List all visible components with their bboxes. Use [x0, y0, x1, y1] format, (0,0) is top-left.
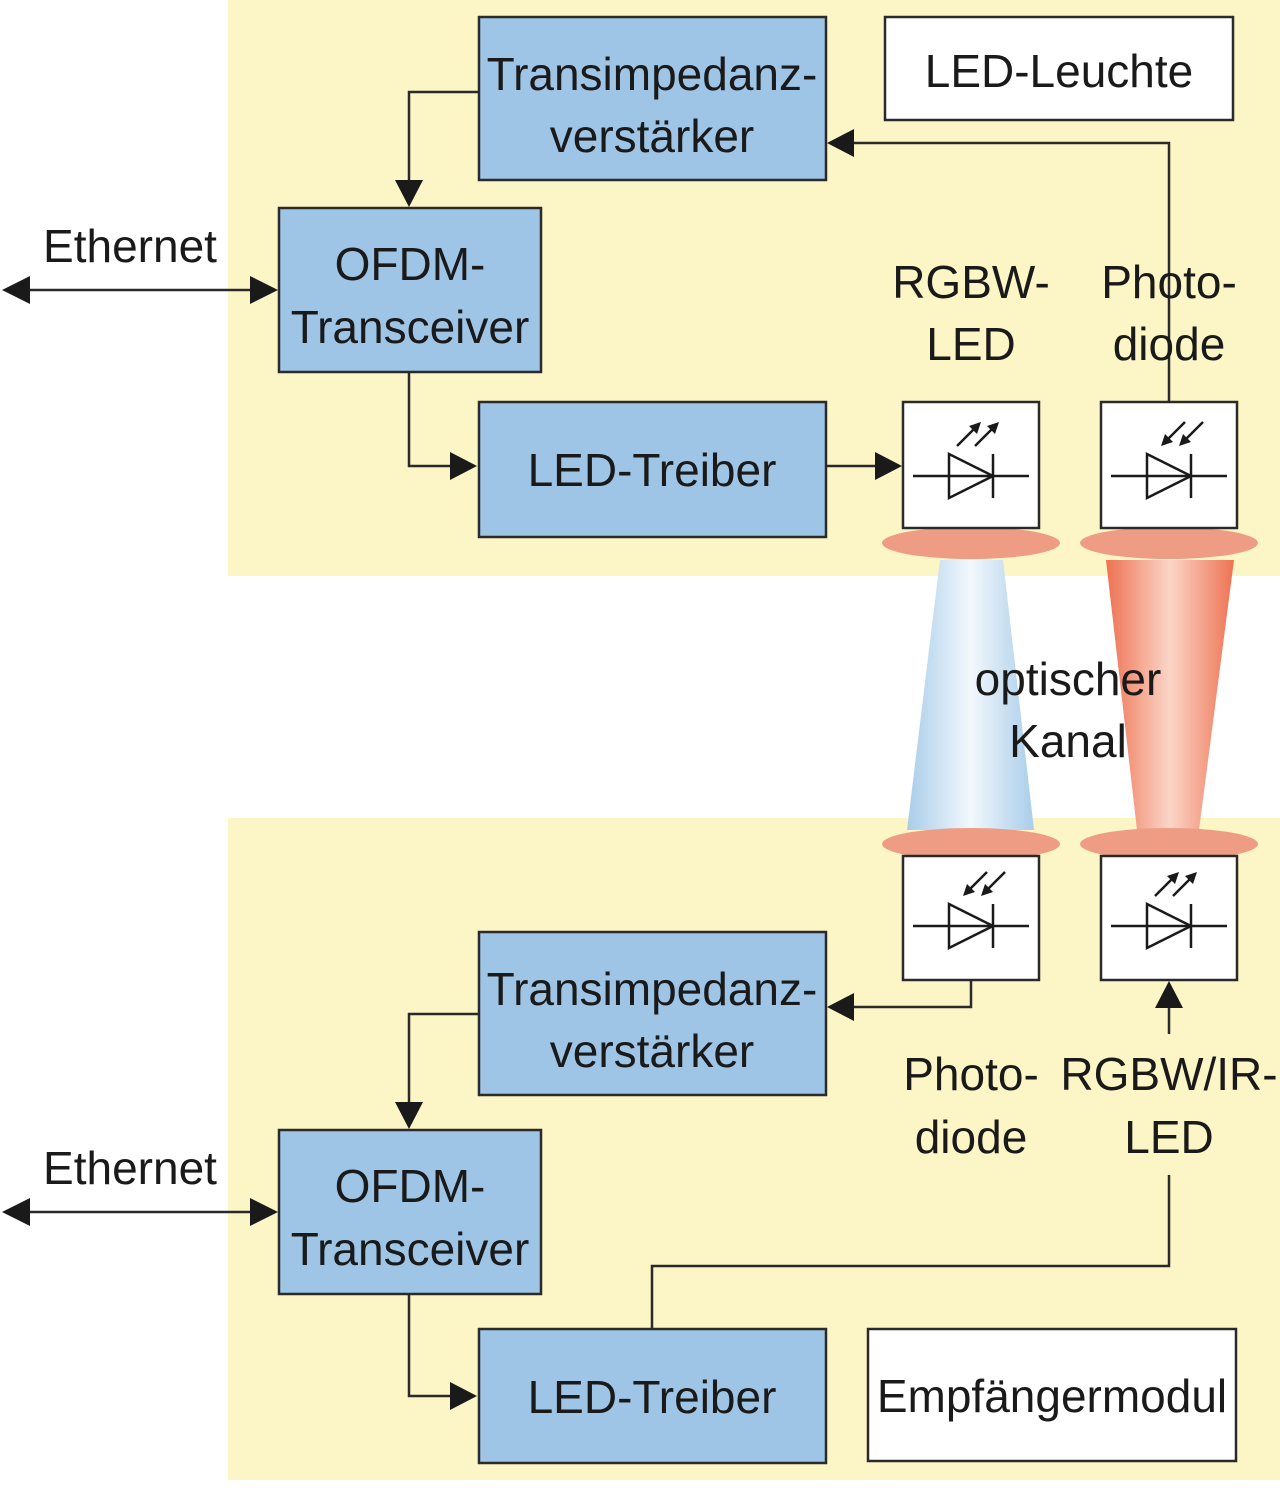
photodiode-icon — [1111, 421, 1227, 501]
bottom-led-driver-block — [477, 1327, 828, 1465]
arrow-icon — [827, 993, 854, 1021]
arrow-icon — [875, 452, 902, 480]
arrow-icon — [2, 276, 30, 304]
bottom-photodiode-box — [901, 854, 1041, 982]
top-tia-label-line2: verstärker — [550, 110, 754, 162]
top-led-label-line2: LED — [926, 318, 1015, 370]
bottom-led-box — [1099, 854, 1239, 982]
top-photodiode-to-tia-wire — [852, 141, 1171, 378]
led-icon — [1111, 872, 1227, 951]
bottom-tia-label-line1: Transimpedanz- — [487, 963, 818, 1015]
bottom-led-driver-label: LED-Treiber — [528, 1371, 777, 1423]
arrow-icon — [2, 1198, 30, 1226]
lens-bottom-photodiode — [882, 828, 1060, 860]
bottom-ofdm-to-driver-wire — [407, 1294, 452, 1398]
bottom-ofdm-label-line2: Transceiver — [291, 1223, 530, 1275]
top-tia-label-line1: Transimpedanz- — [487, 48, 818, 100]
top-photodiode-label-line1: Photo- — [1101, 256, 1237, 308]
bottom-photodiode-label-line1: Photo- — [903, 1048, 1039, 1100]
lens-bottom-led — [1080, 828, 1258, 860]
bottom-module-title-box — [866, 1327, 1238, 1463]
top-ethernet-label: Ethernet — [43, 220, 217, 272]
led-icon — [913, 422, 1029, 501]
top-tia-to-ofdm-wire — [407, 90, 479, 182]
optical-channel: optischer Kanal — [882, 527, 1258, 860]
photodiode-icon — [913, 871, 1029, 951]
arrow-icon — [450, 452, 477, 480]
arrow-icon — [250, 1198, 278, 1226]
arrow-icon — [250, 276, 278, 304]
arrow-icon — [1155, 981, 1183, 1008]
bottom-led-label-line2: LED — [1124, 1111, 1213, 1163]
bottom-photodiode-to-tia-wire — [852, 980, 973, 1009]
top-module-title: LED-Leuchte — [925, 45, 1194, 97]
bottom-photodiode-label-line2: diode — [915, 1111, 1028, 1163]
channel-label-line2: Kanal — [1009, 715, 1127, 767]
top-ofdm-label-line2: Transceiver — [291, 301, 530, 353]
bottom-ethernet-label: Ethernet — [43, 1142, 217, 1194]
bottom-module-title: Empfängermodul — [877, 1370, 1227, 1422]
arrow-icon — [395, 1102, 423, 1129]
top-ofdm-to-driver-wire — [407, 372, 452, 468]
top-led-label-line1: RGBW- — [892, 256, 1050, 308]
arrow-icon — [395, 180, 423, 207]
bottom-module: Transimpedanz- verstärker Ethernet OFDM-… — [2, 854, 1278, 1465]
lens-top-photodiode — [1080, 527, 1258, 559]
bottom-driver-to-led-wire — [650, 1175, 1171, 1329]
top-module-title-box — [883, 15, 1235, 122]
top-photodiode-label-line2: diode — [1113, 318, 1226, 370]
beam-red — [1106, 560, 1234, 830]
bottom-tia-to-ofdm-wire — [407, 1012, 479, 1104]
channel-label-line1: optischer — [975, 653, 1162, 705]
top-led-driver-block — [477, 400, 828, 539]
bottom-led-label-line1: RGBW/IR- — [1060, 1048, 1277, 1100]
top-ofdm-block — [277, 206, 543, 374]
top-tia-block — [477, 15, 828, 182]
bottom-ofdm-label-line1: OFDM- — [335, 1160, 486, 1212]
lens-top-led — [882, 527, 1060, 559]
beam-blue — [907, 560, 1034, 830]
top-ofdm-label-line1: OFDM- — [335, 238, 486, 290]
bottom-tia-label-line2: verstärker — [550, 1025, 754, 1077]
arrow-icon — [450, 1382, 477, 1410]
top-module: LED-Leuchte Ethernet Transimpedanz- vers… — [2, 15, 1239, 539]
arrow-icon — [827, 129, 854, 157]
top-led-driver-label: LED-Treiber — [528, 444, 777, 496]
bottom-tia-block — [477, 930, 828, 1097]
